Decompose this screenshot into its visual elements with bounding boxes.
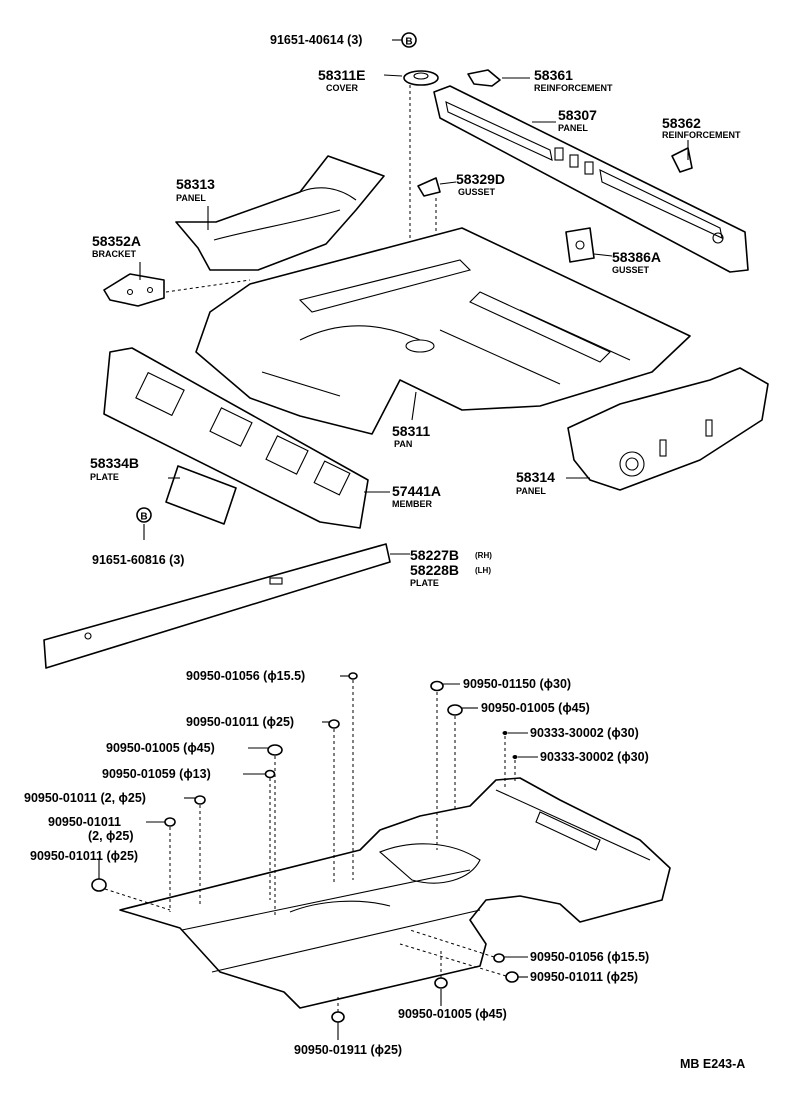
label-58227b: 58227B bbox=[410, 547, 459, 563]
label-90333-30002-b: 90333-30002 (ϕ30) bbox=[540, 750, 649, 764]
label-57441a: 57441A bbox=[392, 483, 441, 499]
label-lh: (LH) bbox=[475, 566, 491, 575]
label-plate-1: PLATE bbox=[90, 472, 119, 482]
label-58313: 58313 bbox=[176, 176, 215, 192]
bracket-58352a bbox=[103, 273, 165, 307]
pan-58311 bbox=[195, 227, 691, 435]
grommet-leaders bbox=[98, 675, 538, 1040]
label-58311e: 58311E bbox=[318, 67, 366, 83]
label-91651-60816: 91651-60816 (3) bbox=[92, 553, 184, 567]
label-panel-1: PANEL bbox=[558, 123, 588, 133]
label-58361: 58361 bbox=[534, 67, 573, 83]
label-90950-01056-a: 90950-01056 (ϕ15.5) bbox=[186, 669, 305, 683]
label-member: MEMBER bbox=[392, 499, 432, 509]
plate-58334b bbox=[165, 465, 237, 525]
panel-58313 bbox=[175, 155, 385, 271]
label-90950-01005-c: 90950-01005 (ϕ45) bbox=[398, 1007, 507, 1021]
label-90950-01011-c: 90950-01011 bbox=[48, 815, 121, 829]
label-58334b: 58334B bbox=[90, 455, 139, 471]
label-58362: 58362 bbox=[662, 115, 701, 131]
floor-body-lower bbox=[119, 777, 671, 1009]
label-bracket: BRACKET bbox=[92, 249, 137, 259]
label-reinforcement-2: REINFORCEMENT bbox=[662, 130, 741, 140]
label-90950-01011-d: 90950-01011 (ϕ25) bbox=[30, 849, 138, 863]
label-90950-01005-b: 90950-01005 (ϕ45) bbox=[106, 741, 215, 755]
label-90950-01011-a: 90950-01011 (ϕ25) bbox=[186, 715, 294, 729]
label-reinforcement-1: REINFORCEMENT bbox=[534, 83, 613, 93]
label-58307: 58307 bbox=[558, 107, 597, 123]
panel-58307 bbox=[433, 85, 749, 273]
label-panel-3: PANEL bbox=[516, 486, 546, 496]
svg-text:B: B bbox=[140, 512, 147, 523]
label-58311: 58311 bbox=[392, 423, 430, 439]
label-58386a: 58386A bbox=[612, 249, 661, 265]
label-58352a: 58352A bbox=[92, 233, 141, 249]
label-gusset-2: GUSSET bbox=[612, 265, 650, 275]
label-panel-2: PANEL bbox=[176, 193, 206, 203]
label-91651-40614: 91651-40614 (3) bbox=[270, 33, 362, 47]
gusset-58329d bbox=[417, 177, 441, 197]
label-58228b: 58228B bbox=[410, 562, 459, 578]
grommet-drop-lines bbox=[104, 680, 516, 1012]
reinforcement-58362 bbox=[671, 147, 693, 173]
label-90950-01011-c-qty: (2, ϕ25) bbox=[88, 829, 134, 843]
label-90950-01911: 90950-01911 (ϕ25) bbox=[294, 1043, 402, 1057]
label-90950-01011-b: 90950-01011 (2, ϕ25) bbox=[24, 791, 146, 805]
label-58314: 58314 bbox=[516, 469, 555, 485]
plate-58227b-58228b bbox=[43, 543, 391, 669]
member-57441a bbox=[103, 347, 369, 529]
label-90950-01059: 90950-01059 (ϕ13) bbox=[102, 767, 211, 781]
figure-code: MB E243-A bbox=[680, 1057, 745, 1071]
label-cover: COVER bbox=[326, 83, 359, 93]
leader-bracket bbox=[165, 279, 251, 293]
label-90950-01056-b: 90950-01056 (ϕ15.5) bbox=[530, 950, 649, 964]
panel-58314 bbox=[567, 367, 769, 491]
label-90333-30002-a: 90333-30002 (ϕ30) bbox=[530, 726, 639, 740]
label-pan: PAN bbox=[394, 439, 412, 449]
svg-text:B: B bbox=[405, 37, 412, 48]
label-plate-2: PLATE bbox=[410, 578, 439, 588]
label-90950-01150: 90950-01150 (ϕ30) bbox=[463, 677, 571, 691]
grommet-symbols bbox=[91, 672, 519, 1023]
label-gusset-1: GUSSET bbox=[458, 187, 496, 197]
label-rh: (RH) bbox=[475, 551, 492, 560]
bolt-badge-top: B bbox=[401, 32, 417, 48]
cover-58311e bbox=[403, 70, 439, 86]
bolt-badge-bottom: B bbox=[136, 507, 152, 523]
label-90950-01011-e: 90950-01011 (ϕ25) bbox=[530, 970, 638, 984]
label-58329d: 58329D bbox=[456, 171, 505, 187]
reinforcement-58361 bbox=[467, 69, 501, 87]
gusset-58386a bbox=[565, 227, 595, 263]
label-90950-01005-a: 90950-01005 (ϕ45) bbox=[481, 701, 590, 715]
